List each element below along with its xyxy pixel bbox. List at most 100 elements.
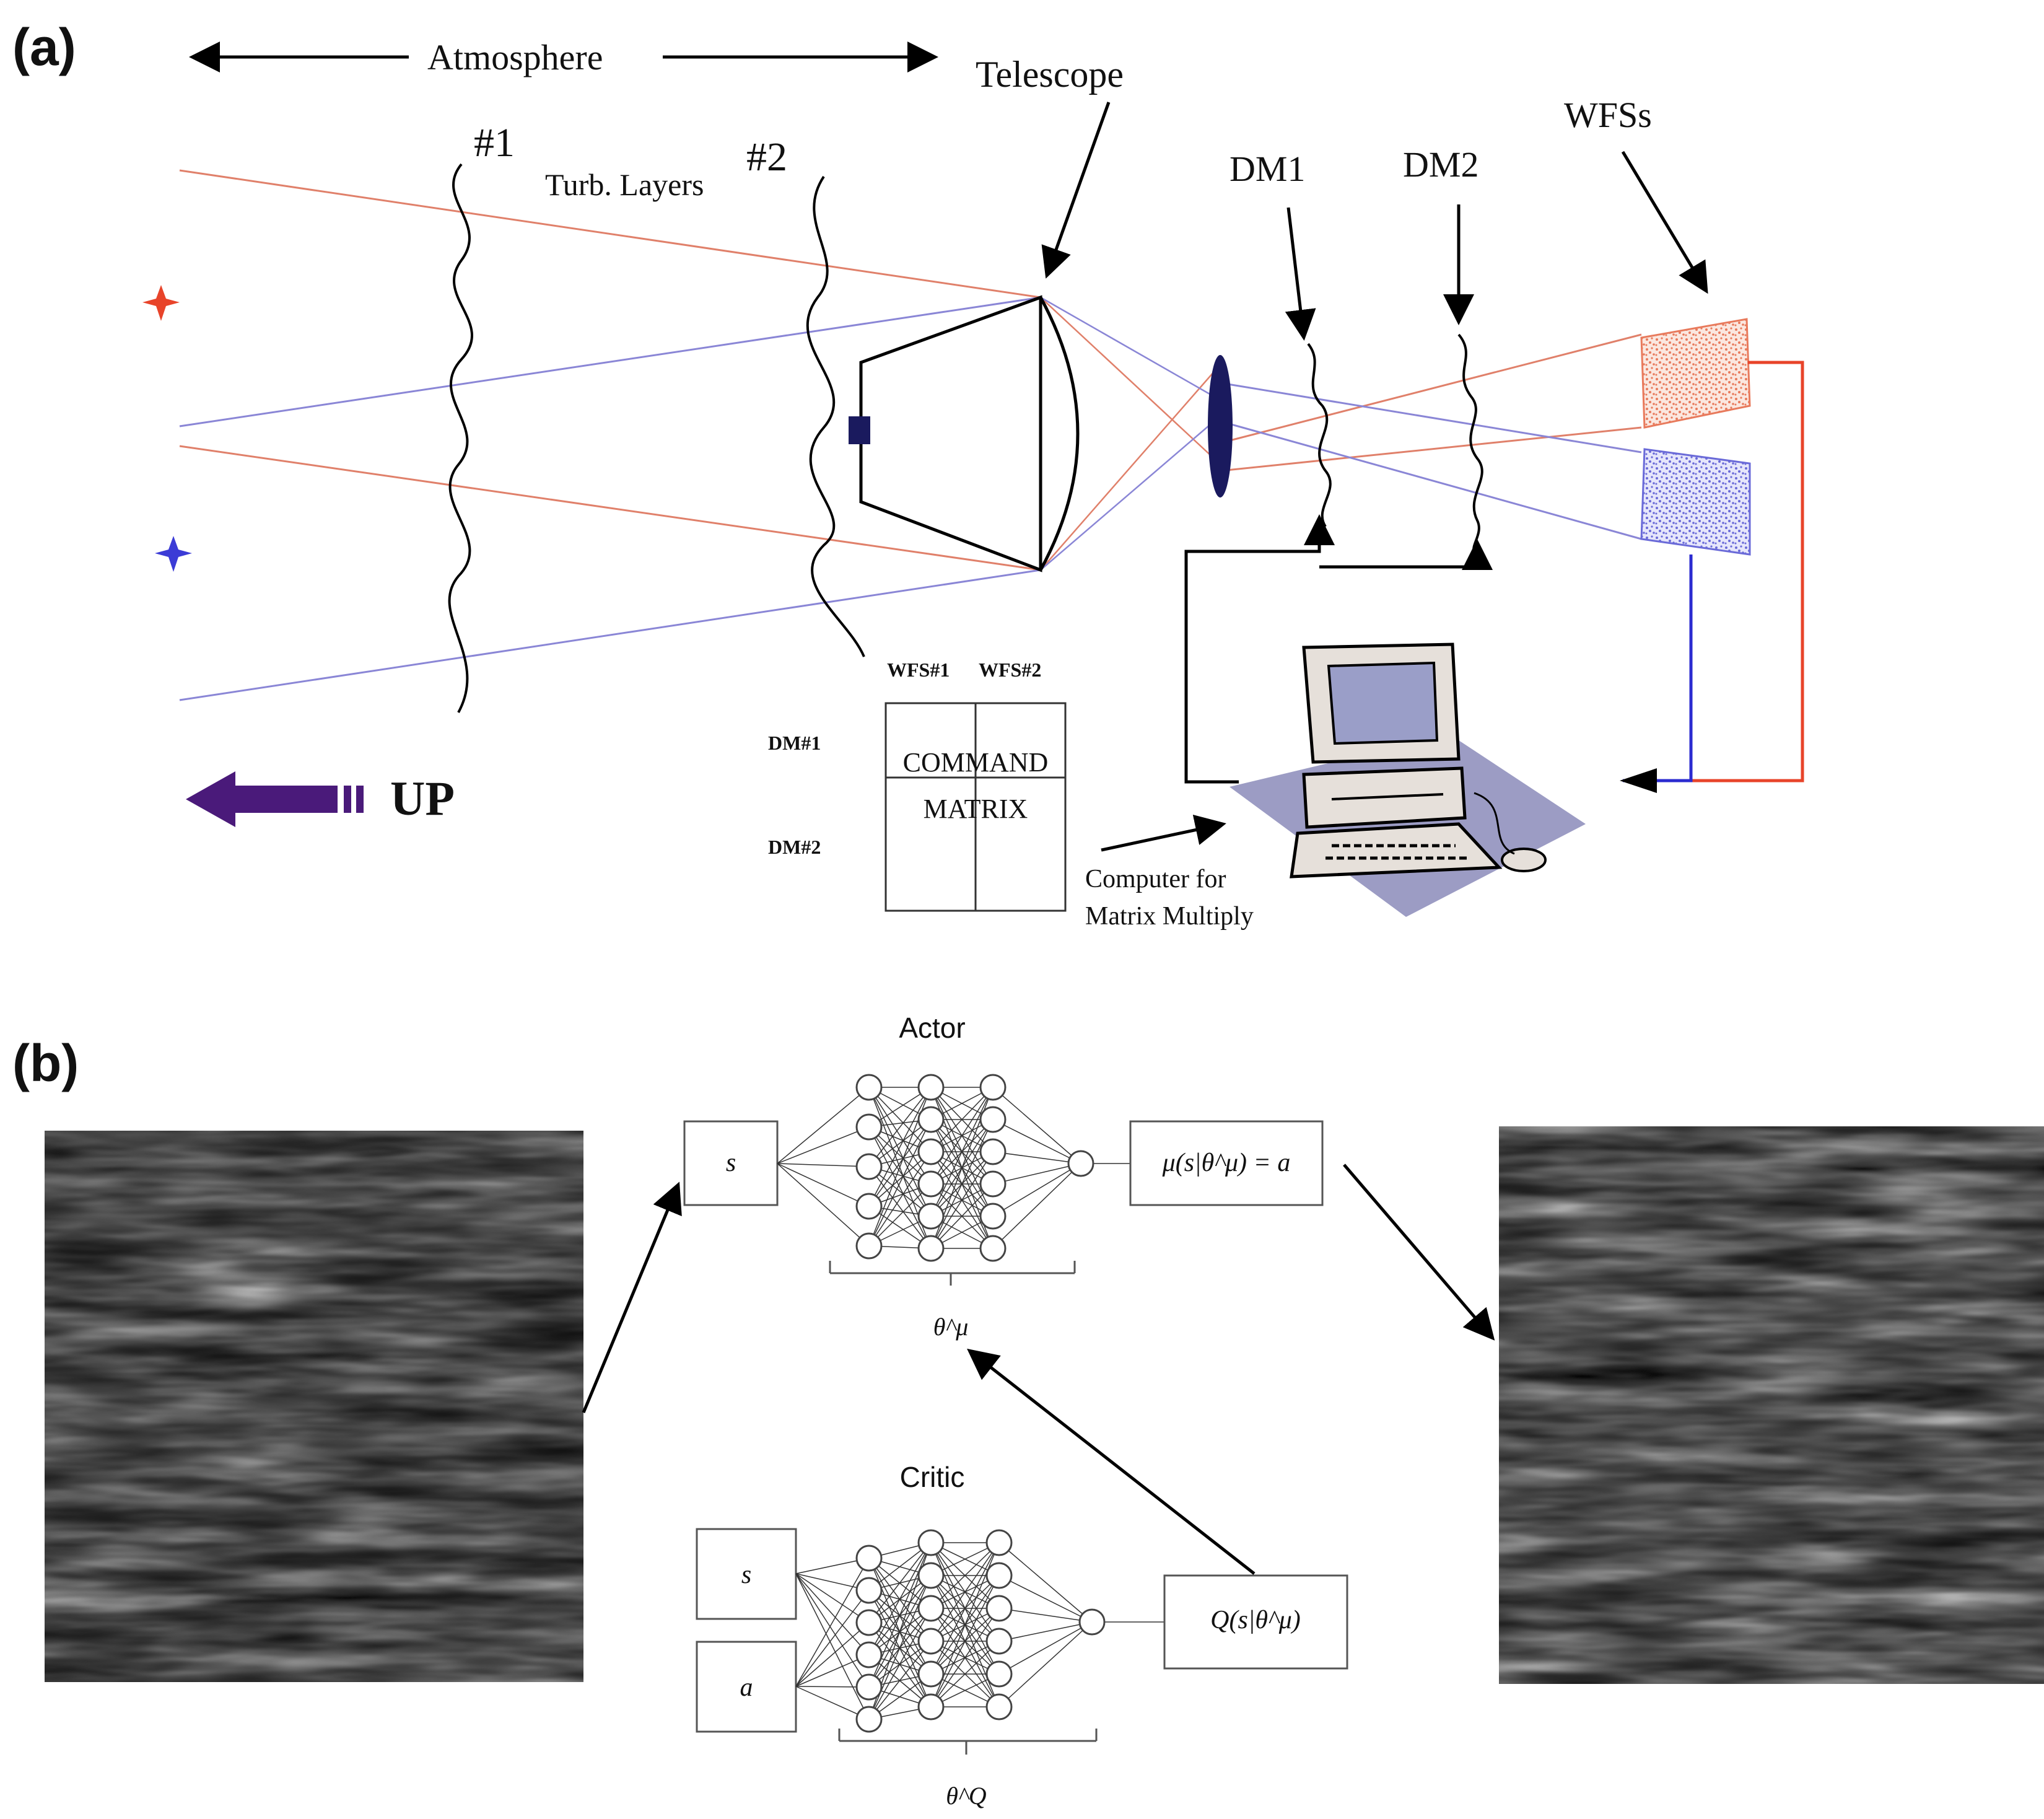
network-edge: [868, 1087, 932, 1167]
network-edge: [930, 1087, 994, 1217]
network-edge: [930, 1542, 1000, 1642]
network-edge: [930, 1542, 1000, 1675]
telescope-label: Telescope: [976, 54, 1124, 95]
dm2-label: DM2: [1403, 144, 1478, 185]
actor-param-label: θ^μ: [933, 1313, 969, 1341]
critic-label: Critic: [900, 1461, 965, 1493]
wfs1-label: WFS#1: [887, 659, 950, 681]
critic-output-label: Q(s|θ^μ): [1210, 1606, 1301, 1634]
network-edge: [998, 1621, 1093, 1675]
network-edge: [992, 1163, 1081, 1249]
dm1-label: DM1: [1229, 149, 1305, 189]
dm1-row-label: DM#1: [768, 732, 821, 754]
input-microscopy-image: [45, 1131, 583, 1682]
critic-output-box: [1163, 1574, 1348, 1670]
network-node: [979, 1170, 1007, 1198]
network-edge: [930, 1087, 994, 1185]
layer-2-label: #2: [746, 134, 787, 180]
network-edge: [777, 1163, 870, 1247]
network-node: [1078, 1608, 1106, 1636]
network-node: [985, 1693, 1013, 1720]
network-node: [917, 1660, 945, 1688]
wfss-label: WFSs: [1564, 95, 1652, 135]
network-edge: [777, 1163, 870, 1207]
command-matrix: [884, 702, 1067, 912]
network-edge: [795, 1573, 870, 1688]
network-node: [917, 1529, 945, 1556]
network-edge: [930, 1542, 1000, 1609]
network-edge: [992, 1087, 1081, 1164]
lens-icon: [1208, 355, 1233, 497]
network-edge: [930, 1087, 994, 1152]
matrix-label: MATRIX: [924, 794, 1028, 824]
output-microscopy-image: [1499, 1126, 2044, 1684]
network-node: [855, 1153, 883, 1180]
network-edge: [992, 1163, 1081, 1185]
network-node: [917, 1628, 945, 1655]
control-line-dm2: [1319, 539, 1493, 570]
control-line-dm1: [1184, 514, 1335, 784]
network-edge: [930, 1641, 1000, 1707]
network-node: [855, 1232, 883, 1260]
actor-label: Actor: [899, 1012, 965, 1044]
telescope-pointer-arrow: [1041, 102, 1111, 279]
critic-param-brace: [838, 1729, 1098, 1755]
network-edge: [930, 1119, 994, 1249]
network-edge: [795, 1590, 870, 1687]
network-node: [985, 1628, 1013, 1655]
actor-network: [777, 1074, 1130, 1262]
network-node: [979, 1203, 1007, 1230]
network-edge: [795, 1686, 870, 1720]
critic-network: [795, 1529, 1164, 1733]
atmosphere-label: Atmosphere: [427, 37, 603, 77]
network-node: [855, 1545, 883, 1572]
deformable-mirror-1: [1307, 343, 1332, 528]
layer-1-label: #1: [474, 120, 515, 165]
network-edge: [795, 1558, 870, 1687]
network-node: [855, 1577, 883, 1604]
wfs-red-sensor: [1640, 318, 1751, 429]
network-edge: [998, 1575, 1093, 1623]
network-edge: [868, 1183, 932, 1247]
network-node: [917, 1106, 945, 1133]
network-edge: [777, 1163, 870, 1167]
network-node: [917, 1235, 945, 1262]
network-edge: [868, 1126, 932, 1185]
actor-to-image-arrow: [1343, 1164, 1495, 1341]
network-edge: [868, 1119, 932, 1247]
telescope: [849, 295, 1080, 572]
network-edge: [868, 1151, 932, 1207]
computer-pointer-arrow: [1101, 814, 1226, 852]
panel-a-label: (a): [12, 18, 76, 76]
network-edge: [930, 1151, 994, 1249]
network-node: [1067, 1150, 1094, 1177]
actor-input-label: s: [726, 1149, 736, 1177]
network-node: [917, 1170, 945, 1198]
light-rays: [179, 169, 1642, 701]
network-node: [917, 1138, 945, 1165]
network-edge: [868, 1641, 932, 1720]
network-edge: [777, 1087, 870, 1164]
network-edge: [868, 1151, 932, 1247]
actor-output-box: [1129, 1120, 1324, 1206]
dm1-pointer-arrow: [1285, 207, 1316, 341]
network-edge: [998, 1542, 1093, 1623]
feedback-red-line: [1691, 361, 1804, 782]
critic-input-a-box: [696, 1641, 797, 1733]
network-node: [917, 1595, 945, 1622]
network-node: [917, 1693, 945, 1720]
network-node: [855, 1641, 883, 1668]
actor-output-label: μ(s|θ^μ) = a: [1162, 1149, 1291, 1177]
dm2-row-label: DM#2: [768, 836, 821, 858]
panel-b-label: (b): [12, 1034, 79, 1092]
network-edge: [992, 1151, 1081, 1164]
network-edge: [930, 1608, 1000, 1707]
network-edge: [777, 1126, 870, 1164]
command-label: COMMAND: [903, 747, 1049, 778]
network-edge: [868, 1126, 932, 1217]
network-edge: [868, 1542, 932, 1623]
red-star-icon: [142, 285, 180, 321]
computer-icon: [1229, 642, 1586, 917]
deformable-mirror-2: [1457, 333, 1483, 552]
network-node: [979, 1235, 1007, 1262]
